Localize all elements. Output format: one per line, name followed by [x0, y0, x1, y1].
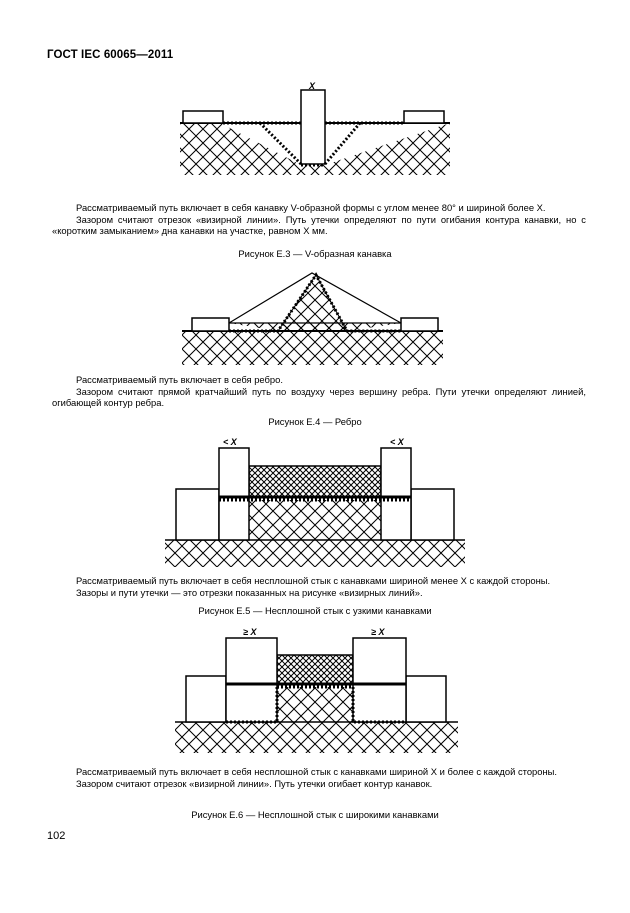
- figure-e3-drawing: X: [180, 81, 450, 175]
- figure-e6-label-left: ≥ X: [243, 627, 257, 637]
- document-header: ГОСТ IEC 60065—2011: [47, 49, 174, 61]
- figure-e3-paragraph: Зазором считают отрезок «визирной линии»…: [52, 213, 586, 237]
- figure-e6-label-right: ≥ X: [371, 627, 385, 637]
- figure-e4-caption: Рисунок Е.4 — Ребро: [268, 416, 362, 427]
- figure-e5-label-right: < X: [390, 437, 405, 447]
- figure-e4-paragraph: Рассматриваемый путь включает в себя реб…: [76, 374, 283, 385]
- figure-e4-text: Рассматриваемый путь включает в себя реб…: [52, 374, 586, 409]
- figure-e5-drawing: < X < X: [165, 437, 465, 567]
- figure-e6-paragraph: Зазором считают отрезок «визирной линии»…: [76, 777, 433, 789]
- figure-e6-drawing: ≥ X ≥ X: [175, 627, 458, 753]
- figure-e5-caption: Рисунок Е.5 — Несплошной стык с узкими к…: [198, 605, 432, 616]
- figure-e5-paragraph: Рассматриваемый путь включает в себя нес…: [76, 575, 551, 586]
- figure-e4-paragraph: Зазором считают прямой кратчайший путь п…: [52, 385, 586, 409]
- figure-e6-paragraph: Рассматриваемый путь включает в себя нес…: [76, 766, 557, 777]
- figure-e5-paragraph: Зазоры и пути утечки — это отрезки показ…: [76, 586, 423, 598]
- page-number: 102: [47, 830, 66, 842]
- figure-e4-drawing: [182, 272, 443, 365]
- figure-e5-text: Рассматриваемый путь включает в себя нес…: [52, 575, 586, 598]
- figure-e5-label-left: < X: [223, 437, 238, 447]
- figure-e6-text: Рассматриваемый путь включает в себя нес…: [52, 766, 586, 789]
- figure-e3-label-x: X: [308, 81, 316, 91]
- figure-e3-caption: Рисунок Е.3 — V-образная канавка: [238, 248, 392, 259]
- figure-e6-caption: Рисунок Е.6 — Несплошной стык с широкими…: [191, 809, 439, 820]
- figure-e3-text: Рассматриваемый путь включает в себя кан…: [52, 202, 586, 237]
- figure-e3-paragraph: Рассматриваемый путь включает в себя кан…: [76, 202, 546, 213]
